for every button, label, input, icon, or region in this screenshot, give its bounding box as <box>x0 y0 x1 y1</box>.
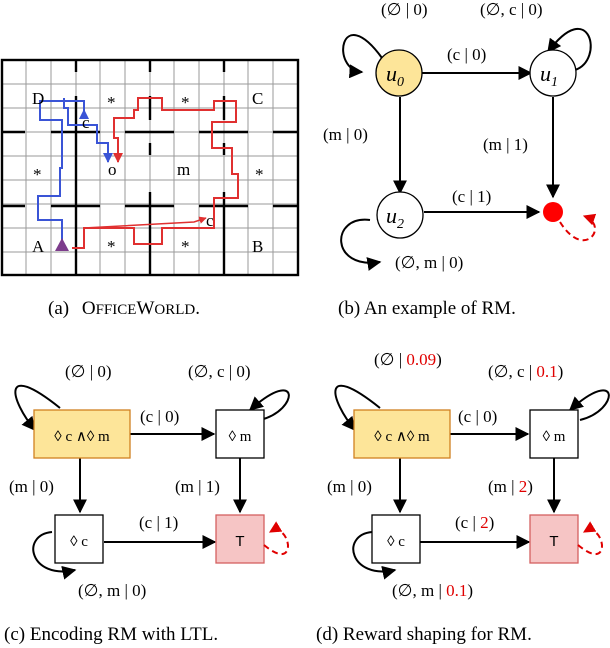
office-label: o <box>108 160 117 179</box>
coffee-label: c <box>82 113 90 132</box>
state-d-s0-label: ◊ c ∧◊ m <box>374 429 430 445</box>
label-d-self-s0: (∅ | 0.09) <box>374 350 442 369</box>
state-c-s1-label: ◊ m <box>229 429 252 445</box>
state-d-s2-label: ◊ c <box>387 534 405 550</box>
state-d-s1-label: ◊ m <box>543 429 566 445</box>
label-u0-u1: (c | 0) <box>447 45 486 64</box>
state-c-s1 <box>215 409 265 459</box>
self-loop-u1 <box>547 27 592 71</box>
label-c-s1-t: (m | 1) <box>175 477 220 496</box>
decoration-star: * <box>255 165 264 184</box>
caption-a-suffix: . <box>195 298 200 319</box>
blue-trajectory-2 <box>63 98 113 163</box>
agent-triangle <box>55 238 69 251</box>
decoration-star: * <box>33 165 42 184</box>
rm-example-panel: u0 u1 u2 (∅ | 0) (∅, c | 0) (c | 0) (m |… <box>323 0 597 319</box>
state-u1-label: u1 <box>540 61 558 90</box>
decoration-star: * <box>107 93 116 112</box>
label-u1-terminal: (m | 1) <box>483 135 528 154</box>
blue-trajectory <box>37 100 89 240</box>
coffee-label-2: c <box>206 211 214 230</box>
state-c-s0 <box>33 409 131 459</box>
label-c-self-s0: (∅ | 0) <box>65 362 112 381</box>
label-d-s2-t: (c | 2) <box>455 513 494 532</box>
self-loop-u2 <box>340 218 382 271</box>
caption-a-ffice: FFICE <box>96 302 137 318</box>
label-d-self-s1: (∅, c | 0.1) <box>488 362 563 381</box>
decoration-star: * <box>107 237 116 256</box>
reward-shaping-panel: ◊ c ∧◊ m ◊ m ◊ c T (∅ | 0.09) (∅, c | 0.… <box>316 350 610 645</box>
room-label-d: D <box>32 89 44 108</box>
state-c-terminal <box>215 514 265 564</box>
officeworld-panel: D C A B * * * * * * c o m c (a) OFFICEWO… <box>0 58 300 319</box>
caption-d: (d) Reward shaping for RM. <box>316 624 532 645</box>
caption-a-prefix: (a) <box>48 298 69 319</box>
self-loop-c-s0 <box>14 384 61 432</box>
terminal-self-loop-c <box>263 521 289 555</box>
room-label-a: A <box>32 237 45 256</box>
caption-a-orld: ORLD <box>154 302 195 318</box>
room-label-c: C <box>252 89 263 108</box>
self-loop-u0 <box>342 34 383 79</box>
red-trajectory <box>72 97 239 249</box>
self-loop-d-s1 <box>568 389 610 421</box>
label-self-u2: (∅, m | 0) <box>395 253 463 272</box>
room-label-b: B <box>252 237 263 256</box>
label-c-self-s2: (∅, m | 0) <box>78 581 146 600</box>
mail-label: m <box>177 160 190 179</box>
state-d-s1 <box>529 409 579 459</box>
terminal-state <box>543 202 563 222</box>
red-trajectory-2 <box>83 216 207 229</box>
state-d-s0 <box>353 409 451 459</box>
self-loop-c-s2 <box>32 531 77 580</box>
label-c-self-s1: (∅, c | 0) <box>188 362 251 381</box>
terminal-self-loop <box>559 213 597 242</box>
state-c-terminal-label: T <box>235 533 244 550</box>
self-loop-d-s0 <box>334 384 381 432</box>
state-u0 <box>375 49 423 97</box>
label-self-u0: (∅ | 0) <box>381 0 428 19</box>
label-self-u1: (∅, c | 0) <box>480 0 543 19</box>
state-c-s0-label: ◊ c ∧◊ m <box>54 429 110 445</box>
self-loop-d-s2 <box>352 531 397 580</box>
label-u2-terminal: (c | 1) <box>452 187 491 206</box>
label-c-s2-t: (c | 1) <box>139 513 178 532</box>
state-c-s2-label: ◊ c <box>70 534 88 550</box>
caption-a-o: O <box>82 298 96 319</box>
label-d-self-s2: (∅, m | 0.1) <box>392 581 473 600</box>
state-u1 <box>529 49 577 97</box>
state-d-s2 <box>371 514 421 564</box>
self-loop-c-s1 <box>248 389 290 421</box>
label-c-s0-s1: (c | 0) <box>140 407 179 426</box>
state-u2 <box>376 191 424 239</box>
state-u0-label: u0 <box>386 61 404 90</box>
decoration-star: * <box>181 93 190 112</box>
label-d-s1-t: (m | 2) <box>488 477 533 496</box>
caption-a: (a) OFFICEWORLD. <box>48 298 200 319</box>
caption-a-w: W <box>136 298 154 319</box>
state-d-terminal-label: T <box>549 533 558 550</box>
ltl-encoding-panel: ◊ c ∧◊ m ◊ m ◊ c T (∅ | 0) (∅, c | 0) (c… <box>4 362 290 645</box>
state-u2-label: u2 <box>386 203 404 232</box>
terminal-self-loop-d <box>577 521 603 555</box>
state-d-terminal <box>529 514 579 564</box>
label-d-s0-s1: (c | 0) <box>458 407 497 426</box>
caption-c: (c) Encoding RM with LTL. <box>4 624 218 645</box>
decoration-star: * <box>181 237 190 256</box>
state-c-s2 <box>54 514 104 564</box>
label-u0-u2: (m | 0) <box>323 125 368 144</box>
label-d-s0-s2: (m | 0) <box>327 477 372 496</box>
caption-b: (b) An example of RM. <box>338 298 516 319</box>
label-c-s0-s2: (m | 0) <box>9 477 54 496</box>
